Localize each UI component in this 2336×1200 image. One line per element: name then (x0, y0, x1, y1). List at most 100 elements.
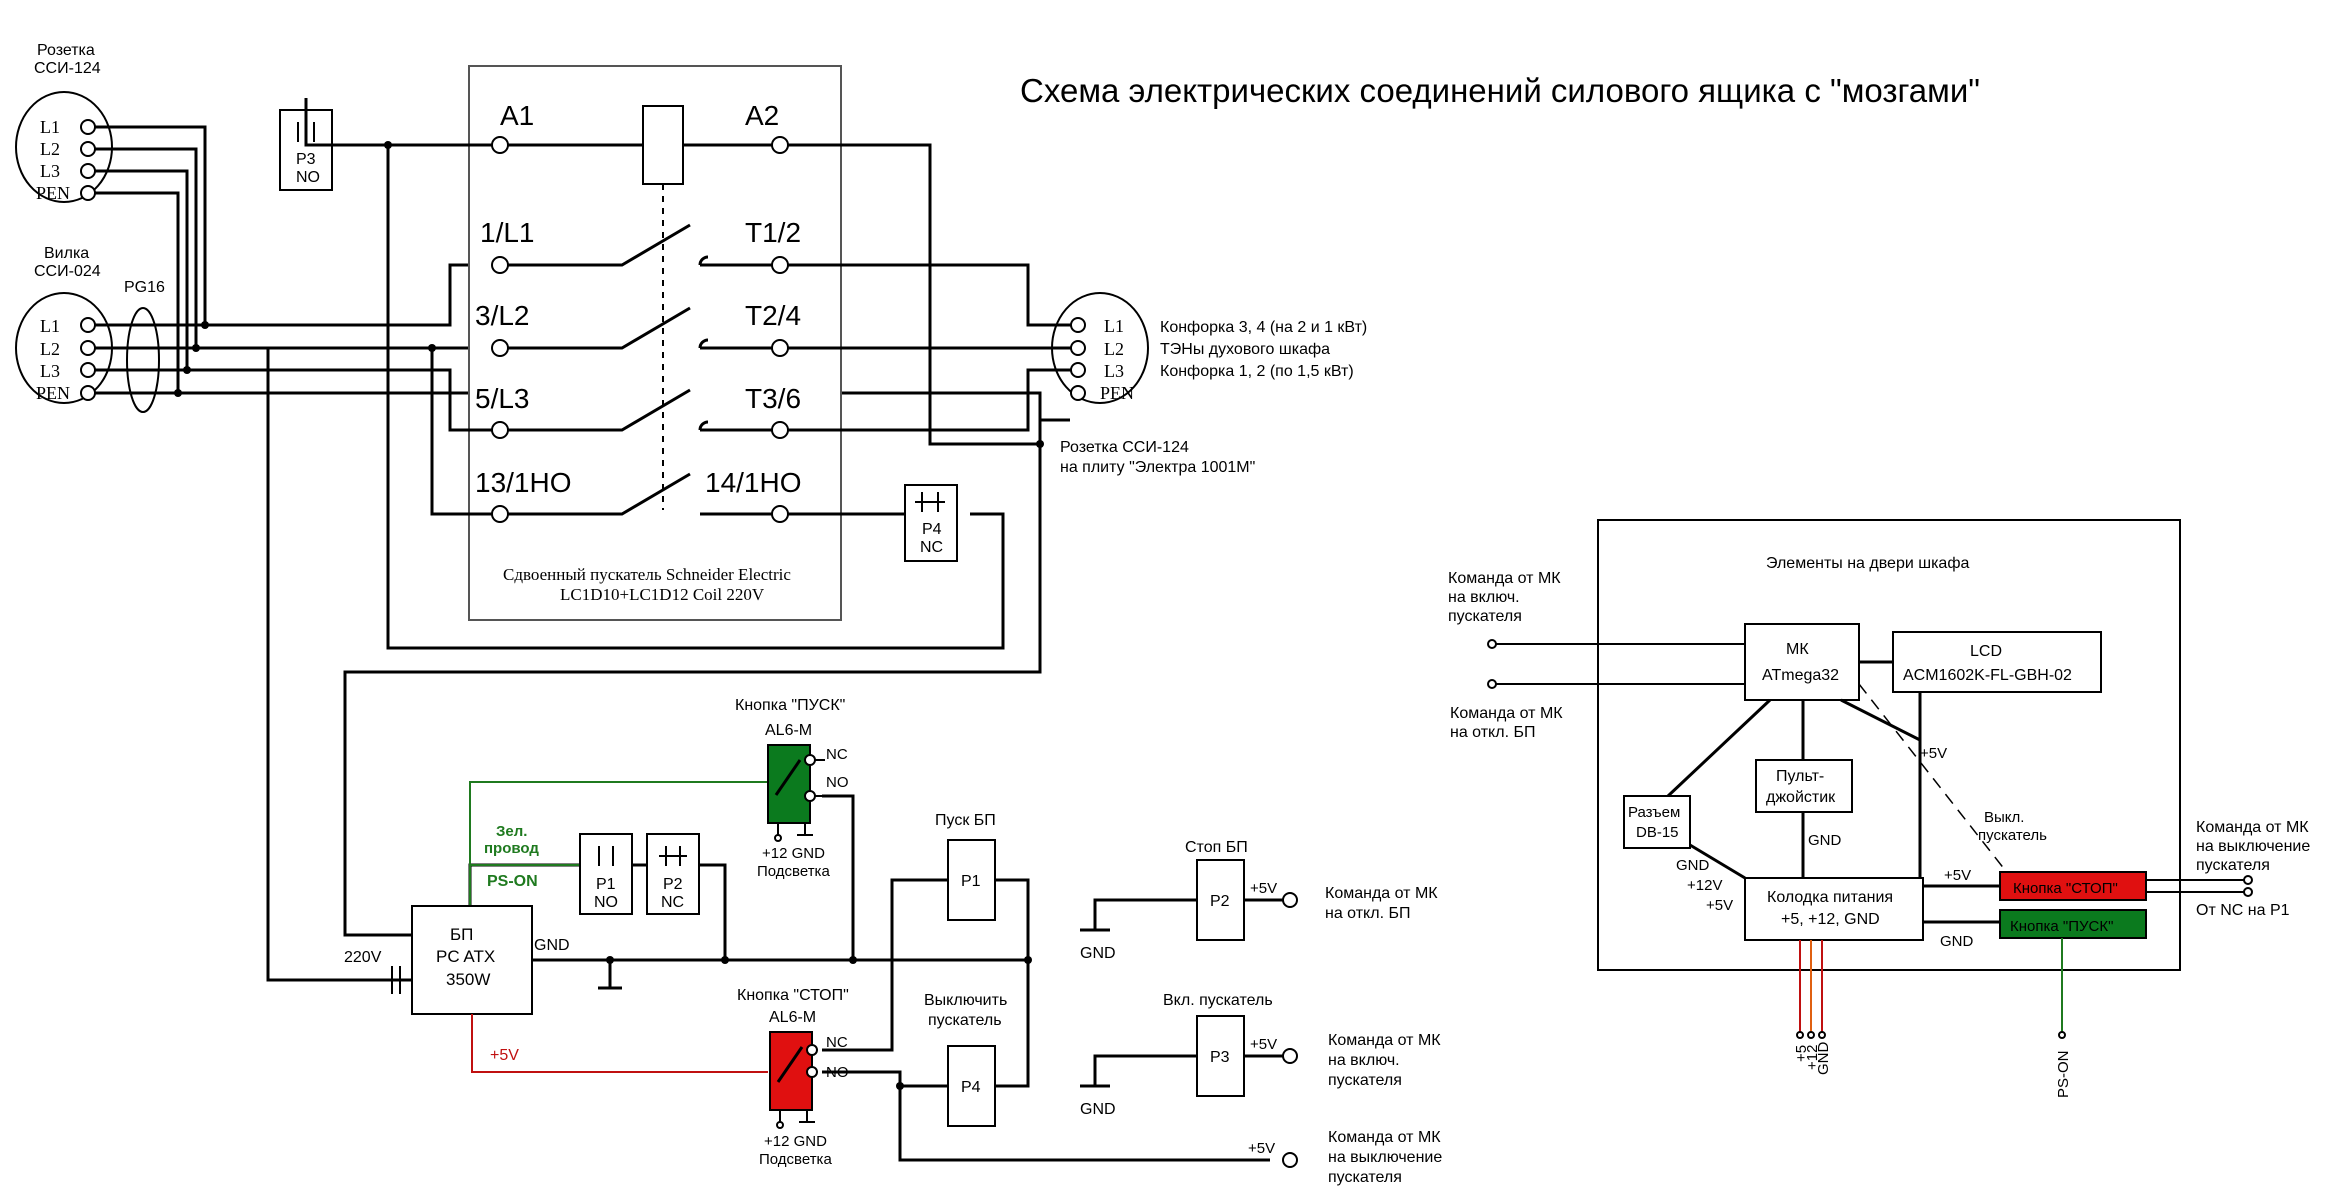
psu-gnd: GND (534, 937, 570, 954)
stove-socket-pin-4: PEN (1100, 383, 1134, 403)
plug-pin-2: L2 (40, 339, 60, 359)
relay-p3-top-name: P3 (296, 151, 316, 168)
psu-line-1: БП (450, 925, 473, 944)
door-lbl-5v-stop: +5V (1944, 867, 1971, 884)
relay-p1-lower-name: P1 (596, 876, 616, 893)
cmd-off-plus5: +5V (1248, 1140, 1275, 1157)
coil-p4-title-2: пускатель (928, 1012, 1002, 1029)
stove-socket: L1 L2 L3 PEN Конфорка 3, 4 (на 2 и 1 кВт… (1051, 292, 1367, 476)
socket-top-label-2: ССИ-124 (34, 60, 101, 77)
door-mcu-2: ATmega32 (1762, 667, 1839, 684)
door-db15-2: DB-15 (1636, 824, 1679, 841)
contactor-coil-a2: A2 (745, 100, 779, 131)
gland-label: PG16 (124, 279, 165, 296)
green-wire-label-2: провод (484, 840, 539, 857)
coil-p2: Стоп БП P2 GND +5V Команда от МК на откл… (1080, 839, 1438, 962)
stove-socket-pin-3: L3 (1104, 361, 1124, 381)
door-lbl-12v: +12V (1687, 877, 1722, 894)
contactor-right-term-4: 14/1НО (705, 467, 802, 498)
door-cmd-offr-3: пускателя (2196, 857, 2270, 874)
stop-button: Кнопка "СТОП" AL6-M NC NO +12 GND Подсве… (737, 987, 849, 1168)
green-wire: Зел. провод PS-ON (469, 781, 768, 910)
door-joystick-1: Пульт- (1776, 768, 1824, 785)
stop-button-model: AL6-M (769, 1009, 816, 1026)
door-pin-gnd: GND (1815, 1042, 1832, 1076)
psu-line-3: 350W (446, 970, 490, 989)
door-from-nc: От NC на P1 (2196, 902, 2290, 919)
start-button-nc: NC (826, 746, 848, 763)
door-wires: Команда от МК на включ. пускателя Команд… (1448, 570, 2310, 1098)
start-button-no: NO (826, 774, 849, 791)
coil-p3-cmd-1: Команда от МК (1328, 1032, 1441, 1049)
coil-p4: Выключить пускатель P4 (924, 992, 1007, 1127)
start-button-title: Кнопка "ПУСК" (735, 697, 845, 714)
coil-p2-cmd-1: Команда от МК (1325, 885, 1438, 902)
door-power-1: Колодка питания (1767, 889, 1893, 906)
coil-p2-cmd-2: на откл. БП (1325, 905, 1410, 922)
cmd-off-3: пускателя (1328, 1169, 1402, 1186)
door-lcd-2: ACM1602K-FL-GBH-02 (1903, 667, 2072, 684)
contactor-caption-1: Сдвоенный пускатель Schneider Electric (503, 565, 791, 584)
stop-button-title: Кнопка "СТОП" (737, 987, 849, 1004)
socket-top-pin-1: L1 (40, 117, 60, 137)
contactor-left-term-1: 1/L1 (480, 217, 535, 248)
door-lbl-5v: +5V (1706, 897, 1733, 914)
contactor: A1 A2 1/L1 3/L2 5/L3 13/1НО T1/2 T2/4 T3… (468, 65, 842, 621)
stove-socket-pin-2: L2 (1104, 339, 1124, 359)
contactor-left-term-3: 5/L3 (475, 383, 530, 414)
plug-pin-4: PEN (36, 383, 70, 403)
green-wire-label-1: Зел. (496, 823, 527, 840)
coil-p1: Пуск БП P1 (935, 812, 996, 921)
contactor-coil-a1: A1 (500, 100, 534, 131)
stove-socket-label-1: Розетка ССИ-124 (1060, 439, 1189, 456)
coil-p3-plus5: +5V (1250, 1036, 1277, 1053)
green-wire-signal: PS-ON (487, 873, 538, 890)
coil-p3-cmd-3: пускателя (1328, 1072, 1402, 1089)
door-joystick-gnd: GND (1808, 832, 1842, 849)
start-button-bottom-2: Подсветка (757, 863, 830, 880)
coil-p3-gnd: GND (1080, 1101, 1116, 1118)
psu-plus5: +5V (490, 1047, 519, 1064)
door-lcd-1: LCD (1970, 643, 2002, 660)
coil-p3: Вкл. пускатель P3 GND +5V Команда от МК … (1080, 992, 1441, 1118)
door-cmd-on-2: на включ. (1448, 589, 1520, 606)
diagram-title: Схема электрических соединений силового … (1020, 72, 1980, 109)
gland-symbol (126, 307, 160, 413)
plug-label-2: ССИ-024 (34, 263, 101, 280)
stove-note-2: ТЭНы духового шкафа (1160, 341, 1330, 358)
contactor-left-term-4: 13/1НО (475, 467, 572, 498)
psu-input: 220V (344, 949, 382, 966)
lower-wires (266, 370, 1270, 1162)
relay-p3-top: P3 NO (279, 109, 333, 191)
coil-p3-cmd-2: на включ. (1328, 1052, 1400, 1069)
door-cmd-psu-2: на откл. БП (1450, 724, 1535, 741)
relay-p4-top: P4 NC (904, 484, 958, 562)
contactor-right-term-2: T2/4 (745, 300, 801, 331)
door-cmd-offr-2: на выключение (2196, 838, 2310, 855)
relay-p1-lower-type: NO (594, 894, 618, 911)
psu: БП PC ATX 350W 220V GND +5V (344, 905, 768, 1073)
door-joystick-2: джойстик (1766, 789, 1836, 806)
coil-p1-title: Пуск БП (935, 812, 996, 829)
stove-socket-label-2: на плиту "Электра 1001М" (1060, 459, 1255, 476)
socket-top: Розетка ССИ-124 L1 L2 L3 PEN (15, 42, 113, 203)
socket-top-pin-2: L2 (40, 139, 60, 159)
coil-p2-plus5: +5V (1250, 880, 1277, 897)
door-start-btn: Кнопка "ПУСК" (2010, 918, 2113, 935)
door-lbl-gnd-start: GND (1940, 933, 1974, 950)
door-power-2: +5, +12, GND (1781, 911, 1880, 928)
relay-p4-top-type: NC (920, 539, 943, 556)
contactor-left-term-2: 3/L2 (475, 300, 530, 331)
start-button-bottom-1: +12 GND (762, 845, 825, 862)
stove-note-3: Конфорка 1, 2 (по 1,5 кВт) (1160, 363, 1354, 380)
door-cmd-on-3: пускателя (1448, 608, 1522, 625)
relay-p2-lower: P2 NC (646, 833, 700, 915)
socket-top-pin-3: L3 (40, 161, 60, 181)
stop-button-bottom-1: +12 GND (764, 1133, 827, 1150)
cmd-off: +5V Команда от МК на выключение пускател… (1248, 1129, 1442, 1186)
door-pin-12: +12 (1804, 1045, 1821, 1070)
coil-p2-gnd: GND (1080, 945, 1116, 962)
coil-p3-name: P3 (1210, 1049, 1230, 1066)
cmd-off-2: на выключение (1328, 1149, 1442, 1166)
